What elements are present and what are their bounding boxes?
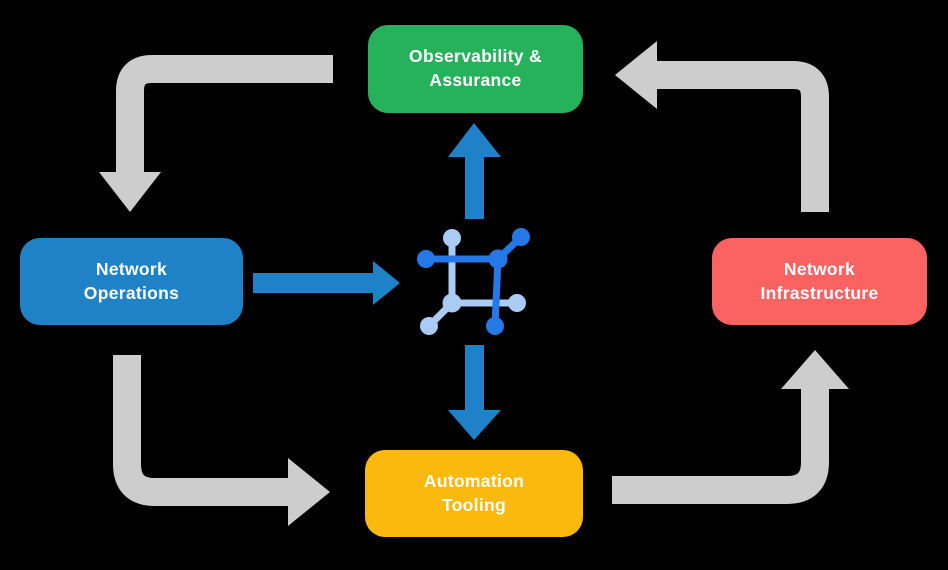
arrow-operations-to-tooling xyxy=(113,355,330,526)
network-mesh-icon-dark-strands xyxy=(417,228,530,335)
arrow-tooling-to-infrastructure xyxy=(612,350,849,504)
node-automation-tooling: Automation Tooling xyxy=(365,450,583,537)
node-network-operations: Network Operations xyxy=(20,238,243,325)
arrow-center-to-observability xyxy=(448,123,501,219)
network-mesh-icon xyxy=(417,228,530,335)
node-observability-label: Observability & Assurance xyxy=(409,46,542,90)
node-automation-tooling-label: Automation Tooling xyxy=(423,470,525,515)
node-network-operations-label: Network Operations xyxy=(83,258,180,303)
node-observability: Observability & Assurance xyxy=(368,25,583,113)
network-mesh-icon-light-strands xyxy=(420,229,526,335)
arrow-observability-to-operations xyxy=(99,55,333,212)
node-network-infrastructure-label: Network Infrastructure xyxy=(760,258,879,303)
arrow-center-to-tooling xyxy=(448,345,501,440)
arrow-operations-to-center xyxy=(253,261,400,305)
arrow-infrastructure-to-observability xyxy=(615,41,829,212)
node-network-infrastructure: Network Infrastructure xyxy=(712,238,927,325)
